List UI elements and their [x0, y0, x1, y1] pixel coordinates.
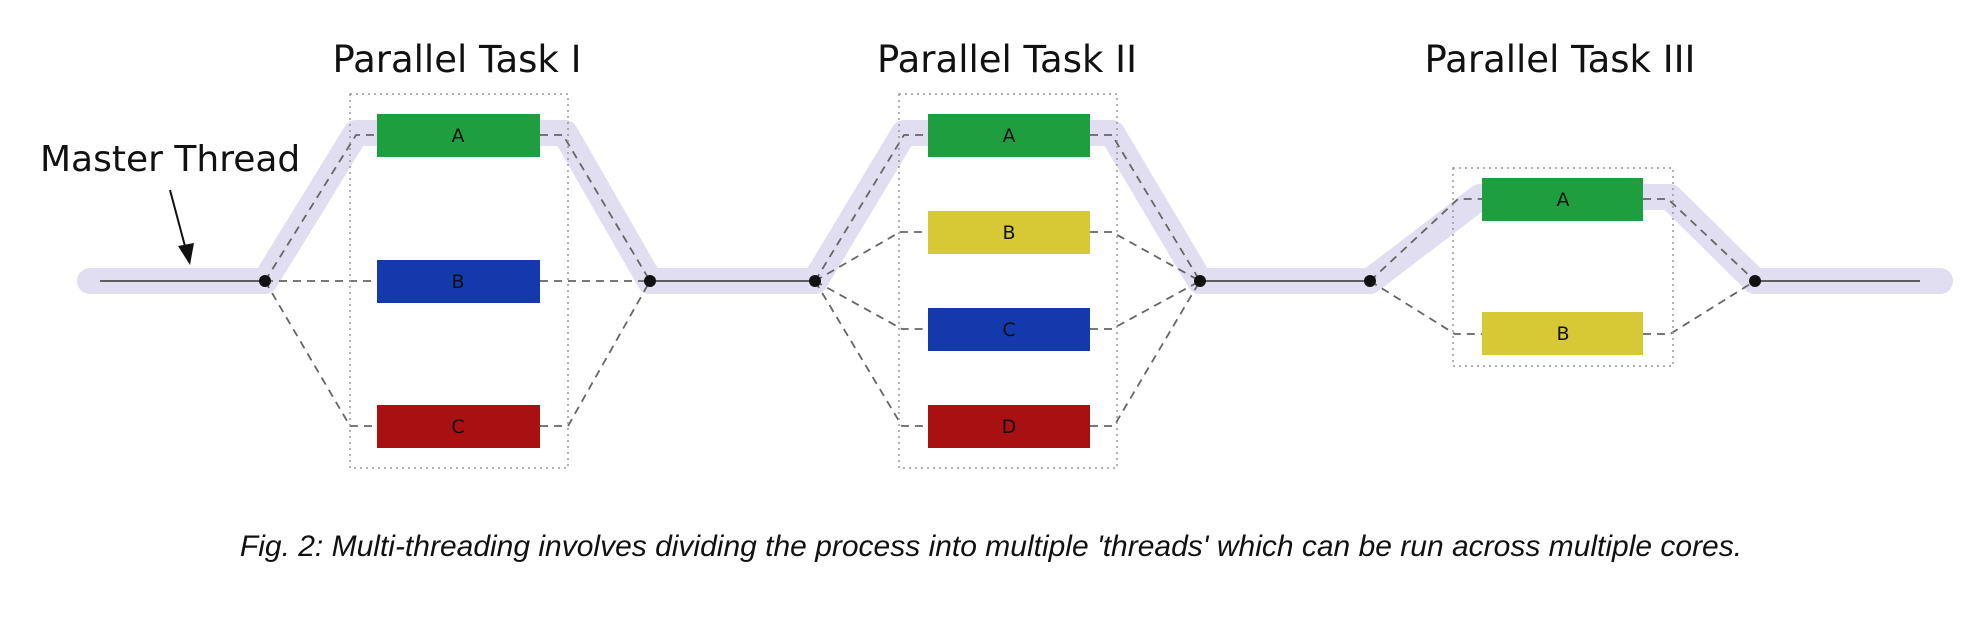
- thread-label: C: [451, 416, 464, 438]
- fork-node: [809, 275, 821, 287]
- join-node: [1749, 275, 1761, 287]
- thread-label: B: [451, 271, 464, 293]
- task-box: [349, 93, 569, 469]
- join-node: [1194, 275, 1206, 287]
- fork-node: [1364, 275, 1376, 287]
- thread-label: D: [1002, 416, 1017, 438]
- thread-path: [814, 231, 1201, 282]
- task-1-threads: A B C: [377, 114, 540, 448]
- thread-path: [1369, 198, 1756, 282]
- figure-caption: Fig. 2: Multi-threading involves dividin…: [239, 530, 1743, 563]
- thread-path: [814, 280, 1201, 427]
- join-node: [644, 275, 656, 287]
- thread-label: A: [1003, 125, 1016, 147]
- task-title: Parallel Task III: [1425, 38, 1696, 81]
- fork-join-nodes: [259, 275, 1761, 287]
- task-boxes: [349, 93, 1674, 469]
- task-box: [1452, 167, 1674, 367]
- thread-path: [814, 134, 1201, 282]
- thread-label: A: [452, 125, 465, 147]
- task-title: Parallel Task I: [332, 38, 581, 81]
- thread-path: [814, 280, 1201, 330]
- task-3-threads: A B: [1482, 178, 1643, 355]
- thread-box-red: [928, 405, 1090, 448]
- task-2-threads: A B C D: [928, 114, 1090, 448]
- thread-box-green: [928, 114, 1090, 157]
- thread-label: A: [1557, 189, 1570, 211]
- thread-box-yellow: [1482, 312, 1643, 355]
- task-box: [898, 93, 1118, 469]
- thread-path: [264, 134, 651, 282]
- thread-box-blue: [377, 260, 540, 303]
- thread-label: B: [1556, 323, 1569, 345]
- thread-box-green: [1482, 178, 1643, 221]
- fork-node: [259, 275, 271, 287]
- thread-label: B: [1002, 222, 1015, 244]
- thread-path: [1369, 280, 1756, 335]
- master-thread-label: Master Thread: [40, 139, 300, 180]
- thread-box-yellow: [928, 211, 1090, 254]
- thread-box-red: [377, 405, 540, 448]
- thread-paths: [264, 134, 1756, 427]
- thread-box-blue: [928, 308, 1090, 351]
- task-title: Parallel Task II: [877, 38, 1137, 81]
- thread-box-green: [377, 114, 540, 157]
- master-thread-arrow: [169, 189, 194, 265]
- thread-label: C: [1002, 319, 1015, 341]
